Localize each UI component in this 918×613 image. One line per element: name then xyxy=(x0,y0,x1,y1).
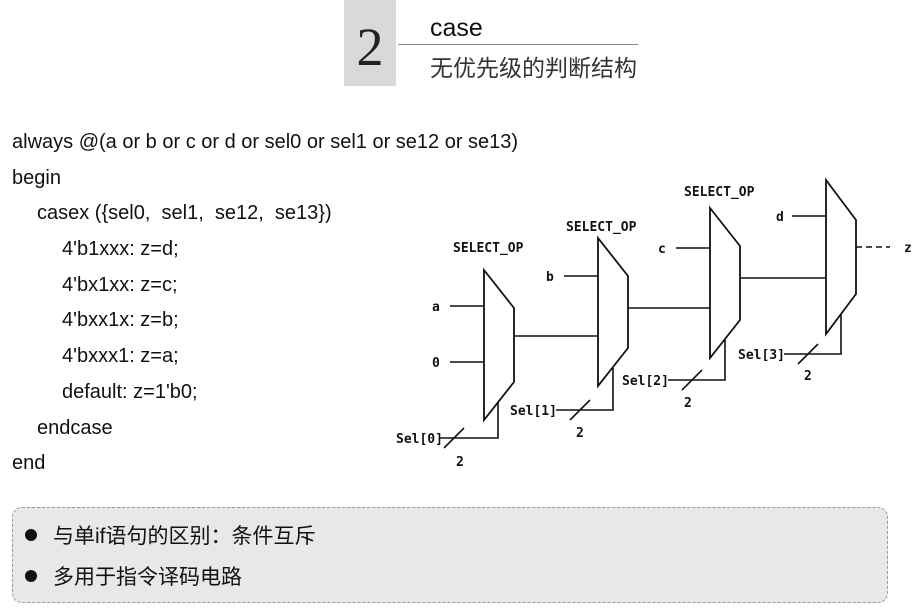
bus-mark-sel2 xyxy=(681,369,703,391)
mux-chain-diagram: SELECT_OP a 0 Sel[0] 2 SELECT_OP b Sel[1… xyxy=(396,177,912,470)
code-line-casex: casex ({sel0, sel1, se12, se13}) xyxy=(37,202,332,225)
bus-mark-sel3 xyxy=(797,343,819,365)
mux-1-label: SELECT_OP xyxy=(453,241,524,256)
sel0-width: 2 xyxy=(456,455,464,470)
output-z-label: z xyxy=(904,241,912,256)
input-c-label: c xyxy=(658,242,666,257)
sel3-label: Sel[3] xyxy=(738,348,785,363)
code-line-begin: begin xyxy=(12,166,61,189)
bullet-icon xyxy=(25,529,37,542)
wire-sel3 xyxy=(784,314,842,355)
code-line-case-a: 4'bxxx1: z=a; xyxy=(62,345,179,368)
sel2-label: Sel[2] xyxy=(622,374,669,389)
code-block: always @(a or b or c or d or sel0 or sel… xyxy=(12,125,518,482)
note-item: 与单if语句的区别：条件互斥 xyxy=(25,522,316,552)
mux-4 xyxy=(825,177,857,337)
note-text: 多用于指令译码电路 xyxy=(53,566,242,589)
input-a-label: a xyxy=(432,300,440,315)
note-text: 与单if语句的区别：条件互斥 xyxy=(53,525,316,548)
slide-title: case xyxy=(430,14,483,42)
code-line-case-c: 4'bx1xx: z=c; xyxy=(62,273,178,296)
mux-1 xyxy=(483,267,515,423)
wire-sel0 xyxy=(440,402,499,439)
bus-mark-sel1 xyxy=(569,399,591,421)
code-line-endcase: endcase xyxy=(37,416,113,439)
code-line-end: end xyxy=(12,452,46,475)
mux-3 xyxy=(709,205,741,361)
section-number: 2 xyxy=(356,17,384,77)
code-line-case-d: 4'b1xxx: z=d; xyxy=(62,238,179,261)
input-d-label: d xyxy=(776,210,784,225)
wire-sel1 xyxy=(556,368,614,411)
code-line-default: default: z=1'b0; xyxy=(62,380,198,403)
section-number-box xyxy=(344,0,396,86)
mux-2-label: SELECT_OP xyxy=(566,220,637,235)
wire-sel2 xyxy=(668,340,726,381)
input-b-label: b xyxy=(546,270,554,285)
code-line-always: always @(a or b or c or d or sel0 or sel… xyxy=(12,131,519,153)
sel0-label: Sel[0] xyxy=(396,432,443,447)
bus-mark-sel0 xyxy=(443,427,465,449)
bullet-icon xyxy=(25,570,37,583)
slide-subtitle: 无优先级的判断结构 xyxy=(430,56,637,82)
title-divider xyxy=(398,44,638,45)
mux-3-label: SELECT_OP xyxy=(684,185,755,200)
code-line-case-b: 4'bxx1x: z=b; xyxy=(62,309,179,332)
input-zero-label: 0 xyxy=(432,356,440,371)
sel2-width: 2 xyxy=(684,396,692,411)
sel1-label: Sel[1] xyxy=(510,404,557,419)
mux-2 xyxy=(597,235,629,389)
notes-panel: 与单if语句的区别：条件互斥 多用于指令译码电路 xyxy=(12,507,888,603)
sel1-width: 2 xyxy=(576,426,584,441)
sel3-width: 2 xyxy=(804,369,812,384)
note-item: 多用于指令译码电路 xyxy=(25,563,242,593)
